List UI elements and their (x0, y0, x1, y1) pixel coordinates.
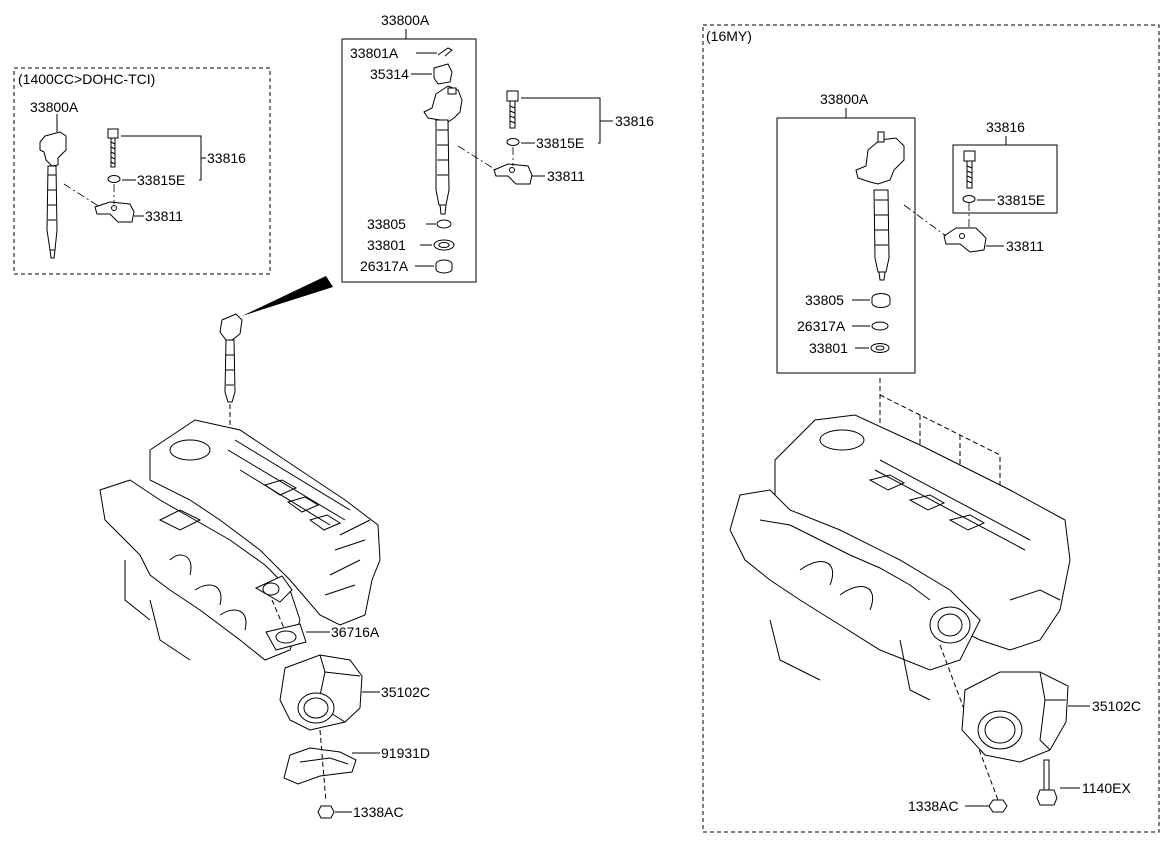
injector-center[interactable] (423, 85, 463, 215)
label-c-33805: 33805 (367, 216, 406, 232)
callout-pointer (242, 276, 333, 316)
label-c-33801a: 33801A (350, 45, 399, 61)
label-r-1140ex: 1140EX (1082, 780, 1131, 796)
label-c-26317a: 26317A (360, 258, 409, 274)
nut-m-1338ac[interactable] (317, 805, 335, 819)
variant-box-16my: (16MY) (702, 24, 1160, 833)
seal-r-33805[interactable] (871, 293, 891, 308)
label-l-33811: 33811 (145, 208, 183, 224)
engine-head-right (729, 378, 1071, 701)
variant-title-16my: (16MY) (706, 28, 752, 44)
gasket-36716a[interactable] (254, 575, 307, 651)
washer-r[interactable] (962, 195, 976, 203)
washer-c[interactable] (506, 138, 520, 146)
label-c-33811: 33811 (547, 168, 585, 184)
bolt-left[interactable] (107, 128, 119, 168)
label-l-33816: 33816 (207, 150, 246, 166)
bracket-91931d[interactable] (283, 747, 357, 785)
injector-left[interactable] (39, 131, 67, 259)
bolt-r-1140ex[interactable] (1036, 759, 1058, 806)
throttle-body-left[interactable] (279, 654, 363, 731)
label-c-33800a: 33800A (381, 12, 430, 28)
label-c-35314: 35314 (370, 66, 409, 82)
seal-c-26317a[interactable] (435, 259, 453, 274)
label-m-91931d: 91931D (381, 745, 430, 761)
label-r-33801: 33801 (809, 340, 848, 356)
kit-box-right (776, 117, 916, 374)
clamp-right[interactable] (943, 227, 987, 253)
washer-c-33801[interactable] (433, 239, 455, 251)
label-c-33801: 33801 (367, 237, 406, 253)
oring-c-33805[interactable] (436, 219, 452, 229)
injector-right[interactable] (855, 131, 905, 281)
variant-title-1400cc: (1400CC>DOHC-TCI) (18, 71, 155, 87)
sleeve-35314[interactable] (433, 63, 453, 85)
label-r-33800a: 33800A (820, 91, 869, 107)
label-r-26317a: 26317A (797, 318, 846, 334)
bolt-center[interactable] (506, 90, 519, 129)
bolt-right[interactable] (963, 150, 976, 189)
label-r-33805: 33805 (805, 292, 844, 308)
washer-left[interactable] (107, 175, 121, 183)
engine-head-left (99, 419, 381, 661)
label-c-33815e: 33815E (536, 135, 584, 151)
label-m-1338ac: 1338AC (353, 804, 404, 820)
label-r-33815e: 33815E (997, 192, 1045, 208)
clip-33801a[interactable] (437, 47, 453, 57)
label-r-33816: 33816 (986, 119, 1025, 135)
label-c-33816: 33816 (615, 113, 654, 129)
label-m-36716a: 36716A (331, 624, 380, 640)
kit-box-bolt-right (952, 144, 1058, 214)
injector-installed[interactable] (219, 313, 243, 403)
label-l-33800a: 33800A (30, 99, 79, 115)
oring-r-26317a[interactable] (871, 321, 889, 331)
label-r-35102c: 35102C (1092, 698, 1141, 714)
clamp-left[interactable] (94, 201, 135, 223)
clamp-center[interactable] (493, 163, 533, 185)
label-r-1338ac: 1338AC (908, 798, 959, 814)
variant-box-1400cc: (1400CC>DOHC-TCI) (13, 67, 271, 275)
label-r-33811: 33811 (1006, 238, 1044, 254)
washer-r-33801[interactable] (870, 343, 890, 353)
throttle-body-right[interactable] (961, 671, 1069, 763)
label-l-33815e: 33815E (137, 172, 185, 188)
label-m-35102c: 35102C (381, 684, 430, 700)
kit-box-center (341, 38, 477, 283)
nut-r-1338ac[interactable] (988, 799, 1008, 813)
